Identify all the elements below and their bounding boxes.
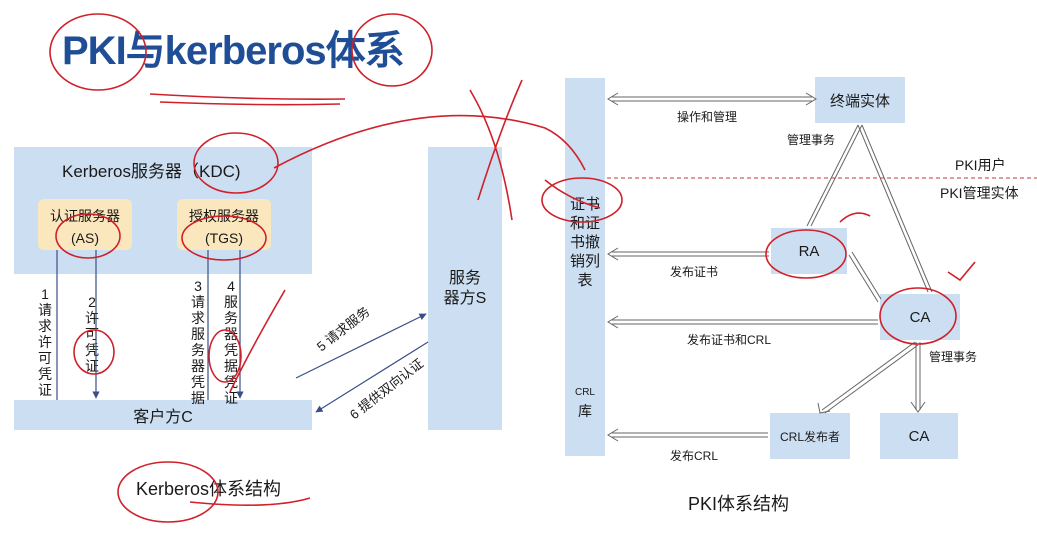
arrow-op-manage (607, 92, 817, 106)
circle-pki-title (49, 13, 147, 91)
red-annotations (49, 13, 976, 523)
kdc-label: Kerberos服务器（KDC) (62, 162, 241, 181)
ca2-box: CA (880, 413, 958, 459)
circle-kdc (193, 132, 279, 194)
crl-repo-line1: CRL (574, 387, 595, 398)
mgmt-connectors (806, 124, 933, 414)
tgs-box: 授权服务器 (TGS) (177, 199, 271, 250)
end-entity-box: 终端实体 (815, 77, 905, 123)
scribble-x (469, 79, 523, 221)
client-label: 客户方C (133, 409, 193, 426)
mgmt-tx2-label: 管理事务 (929, 350, 978, 364)
ca-label: CA (909, 308, 931, 326)
ra-label: RA (798, 242, 820, 260)
circle-as (55, 213, 121, 259)
check-step4 (229, 289, 286, 393)
check-ra (839, 212, 871, 223)
crl-repo-line2: 库 (578, 403, 592, 419)
ca2-label: CA (908, 427, 930, 445)
crl-issuer-label: CRL发布者 (779, 429, 840, 444)
publish-cert-crl-label: 发布证书和CRL (687, 333, 772, 347)
pki-mgmt-label: PKI管理实体 (940, 185, 1019, 201)
circle-tgs (181, 215, 267, 261)
ca-box: CA (880, 294, 960, 340)
arrow-publish-cert-crl (607, 315, 878, 329)
circle-repo (541, 177, 623, 223)
server-box: 服务器方S (428, 147, 502, 430)
as-abbr: (AS) (71, 230, 99, 246)
arrow-step6 (315, 341, 429, 413)
kerberos-caption: Kerberos体系结构 (136, 479, 282, 499)
curve-kdc-to-repo (273, 114, 586, 171)
circle-ra (765, 229, 847, 279)
underline-caption (189, 497, 311, 506)
arrow-step5 (295, 313, 427, 379)
check-pki-mgmt (947, 261, 976, 282)
mark-repo (544, 179, 601, 209)
publish-crl-label: 发布CRL (670, 449, 719, 463)
end-entity-label: 终端实体 (829, 92, 890, 110)
arrow-publish-crl (607, 428, 768, 442)
publish-cert-label: 发布证书 (670, 265, 719, 279)
underline-title (149, 93, 346, 106)
ra-box: RA (771, 228, 847, 274)
server-label: 服务器方S (443, 269, 487, 307)
client-box: 客户方C (14, 400, 312, 430)
pki-caption: PKI体系结构 (688, 494, 790, 514)
tgs-abbr: (TGS) (204, 230, 244, 246)
circle-step2 (73, 329, 115, 375)
circle-caption (117, 461, 219, 523)
crl-issuer-box: CRL发布者 (770, 413, 850, 459)
op-manage-label: 操作和管理 (677, 110, 738, 124)
mgmt-tx1-label: 管理事务 (787, 133, 836, 147)
arrow-publish-cert (607, 247, 769, 261)
page-title: PKI与kerberos体系 (62, 29, 405, 73)
circle-ca (879, 287, 957, 345)
repository-box: 证书和证书撤销列表 CRL 库 (565, 78, 605, 456)
step3-label: 3请求服务器凭据 (191, 278, 205, 406)
step1-label: 1请求许可凭证 (38, 286, 52, 398)
circle-system-title (351, 13, 433, 87)
pki-user-label: PKI用户 (955, 157, 1006, 173)
circle-step4 (208, 329, 242, 383)
